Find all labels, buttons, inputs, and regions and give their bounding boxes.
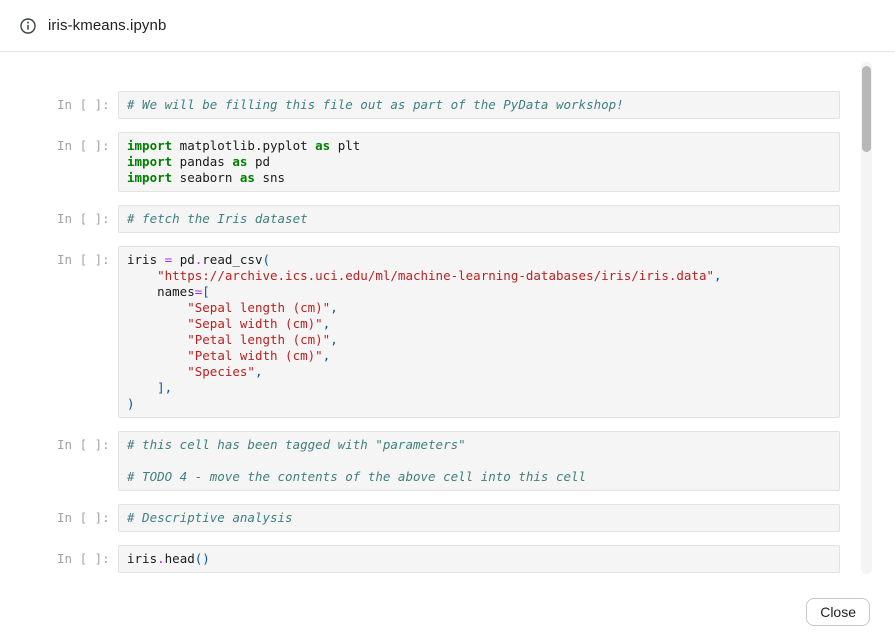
notebook-cell: In [ ]: iris = pd.read_csv( "https://arch…: [57, 246, 840, 418]
scrollbar-track[interactable]: [861, 62, 872, 574]
code-cell: # We will be filling this file out as pa…: [118, 91, 840, 119]
code-cell: iris = pd.read_csv( "https://archive.ics…: [118, 246, 840, 418]
notebook-cells: In [ ]: # We will be filling this file ou…: [0, 52, 895, 580]
notebook-cell: In [ ]: # this cell has been tagged with …: [57, 431, 840, 491]
notebook-cell: In [ ]: # fetch the Iris dataset: [57, 205, 840, 233]
code-cell: # this cell has been tagged with "parame…: [118, 431, 840, 491]
code-cell: # fetch the Iris dataset: [118, 205, 840, 233]
code-cell: iris.head(): [118, 545, 840, 573]
cell-prompt: In [ ]:: [57, 132, 109, 154]
cell-prompt: In [ ]:: [57, 504, 109, 526]
notebook-cell: In [ ]: # We will be filling this file ou…: [57, 91, 840, 119]
code-cell: # Descriptive analysis: [118, 504, 840, 532]
cell-prompt: In [ ]:: [57, 545, 109, 567]
close-button[interactable]: Close: [806, 598, 870, 626]
code-cell: import matplotlib.pyplot as pltimport pa…: [118, 132, 840, 192]
cell-prompt: In [ ]:: [57, 246, 109, 268]
notebook-cell: In [ ]: import matplotlib.pyplot as pltim…: [57, 132, 840, 192]
scrollbar-thumb[interactable]: [862, 66, 871, 152]
info-icon[interactable]: [20, 18, 36, 34]
dialog-header: iris-kmeans.ipynb: [0, 0, 895, 52]
dialog-footer: Close: [0, 580, 895, 643]
notebook-cell: In [ ]: iris.head(): [57, 545, 840, 573]
notebook-cell: In [ ]: # Descriptive analysis: [57, 504, 840, 532]
cell-prompt: In [ ]:: [57, 91, 109, 113]
dialog-title: iris-kmeans.ipynb: [48, 17, 166, 34]
cell-prompt: In [ ]:: [57, 205, 109, 227]
cell-prompt: In [ ]:: [57, 431, 109, 453]
notebook-viewport[interactable]: In [ ]: # We will be filling this file ou…: [0, 52, 895, 580]
